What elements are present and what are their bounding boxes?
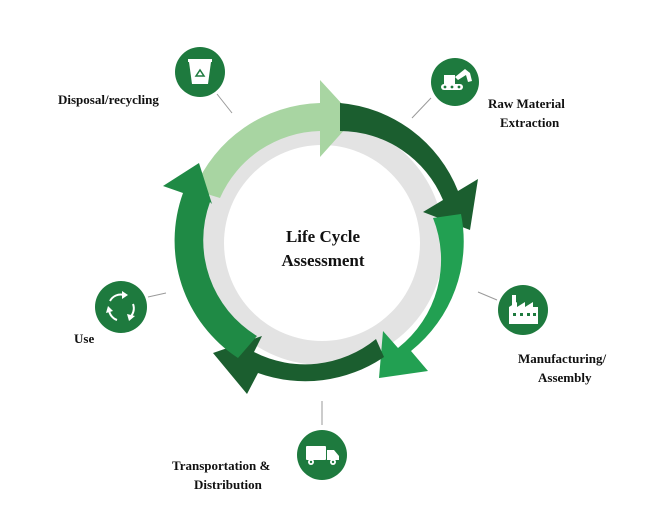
center-title-line2: Assessment [281,251,365,270]
transport-icon-badge [297,430,347,480]
arrow-segment-use [163,163,257,358]
stage-label-manufacturing: Manufacturing/ Assembly [518,351,607,385]
stage-label-raw: Raw Material Extraction [488,96,565,130]
leader-line-disposal [216,93,233,114]
manufacturing-icon-badge [498,285,548,335]
stage-label-use: Use [74,331,95,346]
stage-label-disposal: Disposal/recycling [58,92,159,107]
disposal-icon-badge [175,47,225,97]
truck-icon [306,446,339,465]
arrow-segment-raw-material [340,103,478,230]
center-title: Life Cycle Assessment [233,225,413,273]
arrow-segment-disposal [194,80,355,198]
factory-icon [509,295,538,324]
leader-line-raw [411,97,432,119]
center-disc [224,145,420,341]
recycle-bin-icon [188,59,212,84]
raw-material-icon-badge [431,58,479,106]
leader-line-manufacturing [477,291,498,301]
leader-line-use [147,292,167,298]
stage-label-transport: Transportation & Distribution [172,458,271,492]
excavator-icon [441,69,472,90]
arrow-segment-manufacturing [379,214,464,378]
arrow-segment-transport [213,336,384,394]
center-title-line1: Life Cycle [285,227,361,246]
use-icon-badge [95,281,147,333]
